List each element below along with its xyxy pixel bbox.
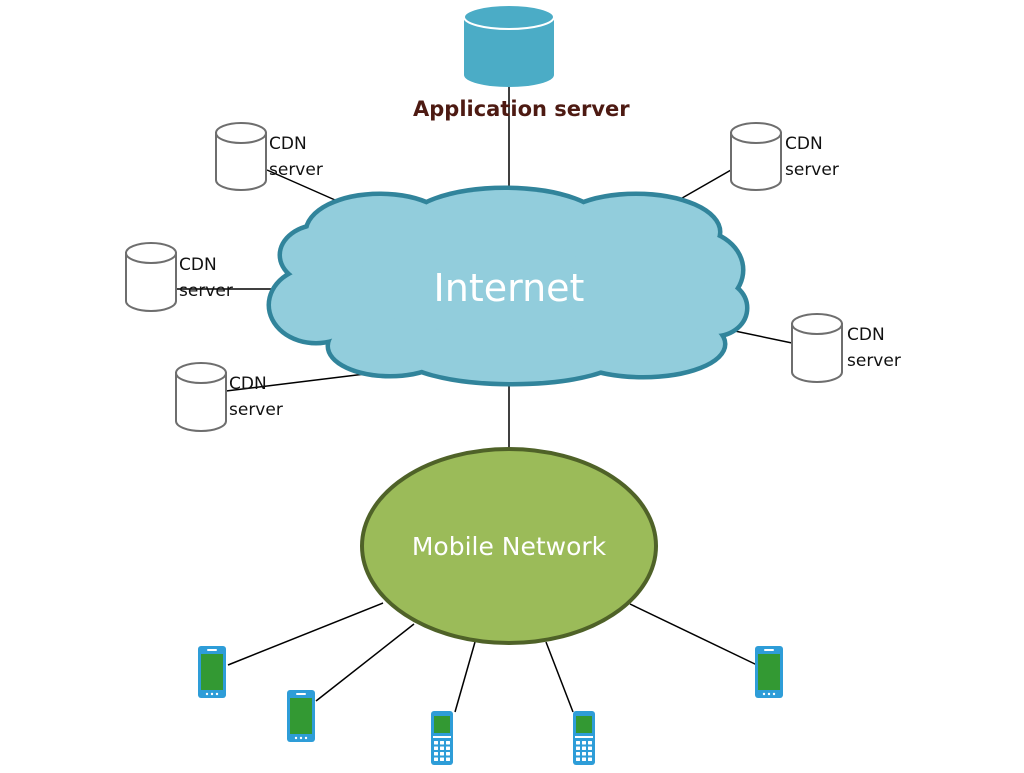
application-server-database-icon bbox=[463, 4, 555, 87]
smartphone-icon bbox=[755, 646, 783, 698]
cdn-server-cylinder-icon bbox=[215, 122, 267, 191]
feature-phone-icon bbox=[573, 711, 595, 765]
smartphone-icon bbox=[287, 690, 315, 742]
cdn-server-cylinder-icon bbox=[730, 122, 782, 191]
cdn-cylinders bbox=[125, 122, 843, 432]
link-cdn-low-left bbox=[225, 373, 366, 392]
database-top bbox=[463, 4, 555, 30]
link-mobile-device-1 bbox=[227, 602, 384, 666]
cdn-server-cylinder-icon bbox=[175, 362, 227, 432]
smartphone-icon bbox=[198, 646, 226, 698]
feature-phone-icon bbox=[431, 711, 453, 765]
internet-cloud-icon bbox=[266, 185, 750, 387]
cdn-server-cylinder-icon bbox=[791, 313, 843, 383]
link-mobile-device-2 bbox=[315, 623, 415, 702]
application-server-label: Application server bbox=[413, 97, 630, 121]
mobile-network-ellipse bbox=[360, 447, 658, 645]
link-mobile-device-4 bbox=[545, 641, 574, 713]
link-cdn-right bbox=[729, 329, 793, 344]
cdn-server-cylinder-icon bbox=[125, 242, 177, 312]
connectors bbox=[176, 87, 793, 713]
internet-label: Internet bbox=[433, 266, 585, 310]
link-mobile-device-5 bbox=[629, 603, 758, 666]
link-mobile-device-3 bbox=[454, 641, 476, 713]
cloud-shape bbox=[266, 185, 750, 387]
devices bbox=[198, 646, 783, 765]
database-body bbox=[464, 17, 554, 87]
mobile-network-label: Mobile Network bbox=[411, 532, 607, 561]
